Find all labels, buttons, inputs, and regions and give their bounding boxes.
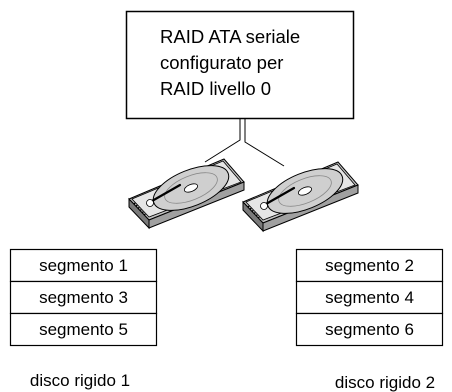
segment-label: segmento 4 (325, 288, 414, 307)
controller-line-3: RAID livello 0 (160, 78, 271, 99)
raid-controller: RAID ATA seriale configurato per RAID li… (125, 10, 355, 120)
connector-cables (204, 119, 285, 167)
segment-label: segmento 2 (325, 256, 414, 275)
disk-1-segment-table: segmento 1 segmento 3 segmento 5 (9, 248, 158, 347)
disk-1-caption: disco rigido 1 (30, 371, 130, 390)
controller-line-2: configurato per (160, 52, 283, 73)
segment-cell (295, 248, 444, 283)
cable-to-disk-2 (244, 119, 285, 167)
controller-line-1: RAID ATA seriale (160, 26, 300, 47)
controller-box (125, 10, 355, 120)
segment-cell (9, 280, 158, 315)
segment-label: segmento 1 (39, 256, 128, 275)
hard-drive-icon (242, 161, 359, 233)
hard-drive-icon (128, 158, 245, 230)
segment-label: segmento 6 (325, 320, 414, 339)
segment-cell (295, 280, 444, 315)
disk-2-caption: disco rigido 2 (335, 373, 435, 392)
cable-to-disk-1 (204, 119, 241, 163)
segment-label: segmento 5 (39, 320, 128, 339)
segment-cell (9, 312, 158, 347)
disk-2-segment-table: segmento 2 segmento 4 segmento 6 (295, 248, 444, 347)
segment-cell (295, 312, 444, 347)
segment-label: segmento 3 (39, 288, 128, 307)
